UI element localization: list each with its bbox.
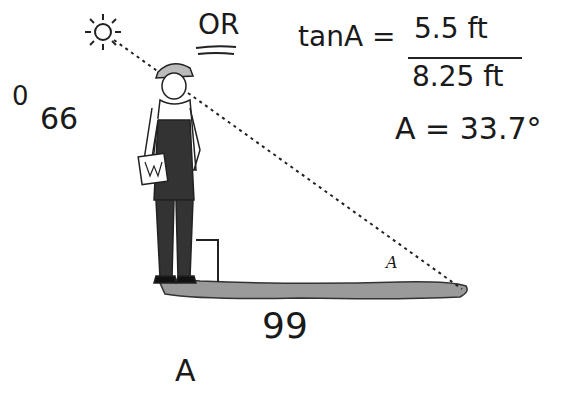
shadow-shape bbox=[160, 280, 467, 299]
angle-label: A bbox=[386, 254, 398, 272]
tangent-equation: tanA = bbox=[298, 22, 395, 53]
score-note: 66 bbox=[40, 102, 78, 135]
score-note: 99 bbox=[262, 306, 308, 346]
man-figure bbox=[138, 64, 200, 283]
sun-ray bbox=[114, 40, 462, 289]
fraction-numerator: 5.5 ft bbox=[414, 14, 488, 45]
fraction-bar bbox=[408, 57, 522, 59]
angle-result: A = 33.7° bbox=[395, 112, 542, 145]
score-note: 0 bbox=[12, 82, 29, 111]
grade-note: A bbox=[175, 354, 196, 387]
or-note: OR bbox=[198, 10, 240, 41]
sun-symbol bbox=[85, 14, 121, 50]
underline bbox=[196, 46, 236, 54]
post-bracket bbox=[196, 240, 218, 282]
fraction-denominator: 8.25 ft bbox=[412, 62, 504, 93]
